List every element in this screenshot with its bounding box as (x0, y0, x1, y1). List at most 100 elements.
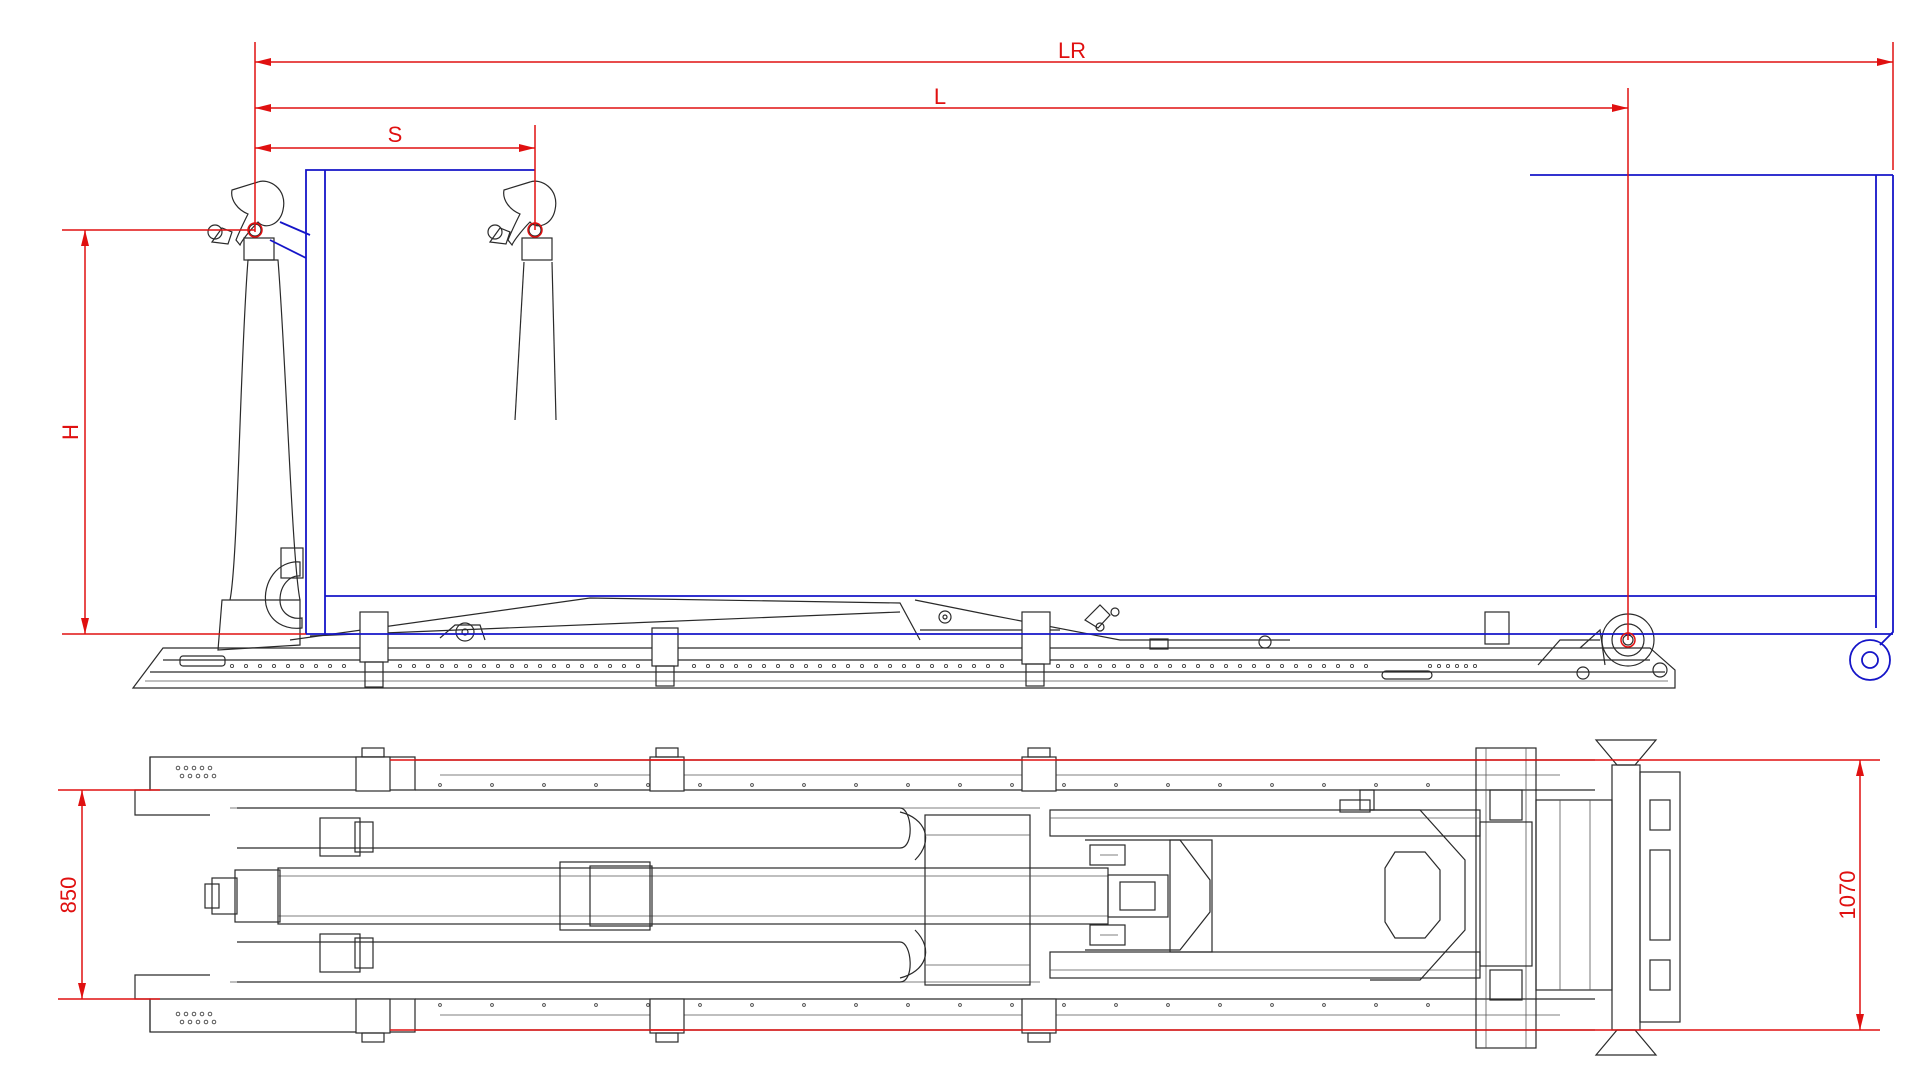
side-lower-hook (264, 561, 303, 629)
bolt-hole (425, 663, 431, 669)
bolt-hole (1223, 663, 1229, 669)
bolt-hole (1426, 783, 1430, 787)
bolt-hole (203, 1019, 209, 1025)
bolt-hole (313, 663, 319, 669)
bolt-hole (179, 1019, 185, 1025)
bolt-hole (299, 663, 305, 669)
bolt-hole (438, 1003, 442, 1007)
bolt-hole (1167, 663, 1173, 669)
side-tipping-cylinder (217, 259, 304, 651)
bolt-hole (1436, 663, 1442, 669)
bolt-hole (211, 773, 217, 779)
bolt-hole (1374, 783, 1378, 787)
bolt-hole (397, 663, 403, 669)
bolt-hole (698, 783, 702, 787)
bolt-hole (971, 663, 977, 669)
bolt-hole (1062, 1003, 1066, 1007)
side-chassis-posts (359, 611, 1510, 688)
bolt-hole (1270, 783, 1274, 787)
bolt-hole (1097, 663, 1103, 669)
bolt-hole (199, 1011, 205, 1017)
top-dimensions: 850 1070 (56, 759, 1880, 1031)
bolt-hole (943, 663, 949, 669)
bolt-hole (195, 773, 201, 779)
bolt-hole (646, 783, 650, 787)
bolt-hole (175, 1011, 181, 1017)
side-chassis-frame (131, 647, 1676, 689)
bolt-hole (207, 1011, 213, 1017)
bolt-hole (854, 783, 858, 787)
bolt-hole (1321, 663, 1327, 669)
dimension-label-l: L (934, 84, 946, 109)
bolt-hole (203, 773, 209, 779)
bolt-hole (191, 765, 197, 771)
side-hook-arm-front (207, 180, 285, 261)
bolt-hole (750, 1003, 754, 1007)
bolt-hole (411, 663, 417, 669)
bolt-hole (1069, 663, 1075, 669)
side-sliding-frame (289, 597, 1290, 650)
dimension-label-1070: 1070 (1835, 871, 1860, 920)
bolt-hole (243, 663, 249, 669)
bolt-hole (490, 783, 494, 787)
top-front-plate-holes (175, 765, 217, 1025)
bolt-hole (1010, 1003, 1014, 1007)
bolt-hole (698, 1003, 702, 1007)
bolt-hole (594, 1003, 598, 1007)
bolt-hole (906, 1003, 910, 1007)
bolt-hole (817, 663, 823, 669)
bolt-hole (341, 663, 347, 669)
bolt-hole (327, 663, 333, 669)
bolt-hole (1363, 663, 1369, 669)
bolt-hole (646, 1003, 650, 1007)
top-cross-members (355, 747, 1537, 1049)
bolt-hole (467, 663, 473, 669)
bolt-hole (1251, 663, 1257, 669)
bolt-hole (542, 783, 546, 787)
bolt-hole (1114, 1003, 1118, 1007)
bolt-hole (1166, 1003, 1170, 1007)
bolt-hole (495, 663, 501, 669)
bolt-hole (915, 663, 921, 669)
bolt-hole (594, 783, 598, 787)
top-rear-roller (1535, 739, 1681, 1056)
bolt-hole (1153, 663, 1159, 669)
bolt-hole (523, 663, 529, 669)
bolt-hole (199, 765, 205, 771)
bolt-hole (1195, 663, 1201, 669)
bolt-hole (957, 663, 963, 669)
bolt-hole (1426, 1003, 1430, 1007)
side-rear-roller (1537, 613, 1668, 680)
bolt-hole (958, 1003, 962, 1007)
top-hook-arm (204, 839, 1213, 953)
bolt-hole (1209, 663, 1215, 669)
bolt-hole (901, 663, 907, 669)
bolt-hole (1472, 663, 1478, 669)
bolt-hole (187, 1019, 193, 1025)
top-chassis-rails (134, 756, 1595, 1033)
top-rear-frame (1049, 789, 1481, 981)
bolt-hole (1083, 663, 1089, 669)
bolt-hole (802, 783, 806, 787)
bolt-hole (1270, 1003, 1274, 1007)
bolt-hole (1181, 663, 1187, 669)
side-chassis-holes (229, 663, 1478, 669)
bolt-hole (1322, 783, 1326, 787)
bolt-hole (887, 663, 893, 669)
bolt-hole (195, 1019, 201, 1025)
bolt-hole (1454, 663, 1460, 669)
bolt-hole (789, 663, 795, 669)
bolt-hole (635, 663, 641, 669)
bolt-hole (747, 663, 753, 669)
bolt-hole (1335, 663, 1341, 669)
bolt-hole (1427, 663, 1433, 669)
bolt-hole (271, 663, 277, 669)
side-container (269, 169, 1894, 681)
bolt-hole (803, 663, 809, 669)
bolt-hole (579, 663, 585, 669)
dimension-label-s: S (388, 122, 403, 147)
bolt-hole (761, 663, 767, 669)
bolt-hole (873, 663, 879, 669)
bolt-hole (438, 783, 442, 787)
